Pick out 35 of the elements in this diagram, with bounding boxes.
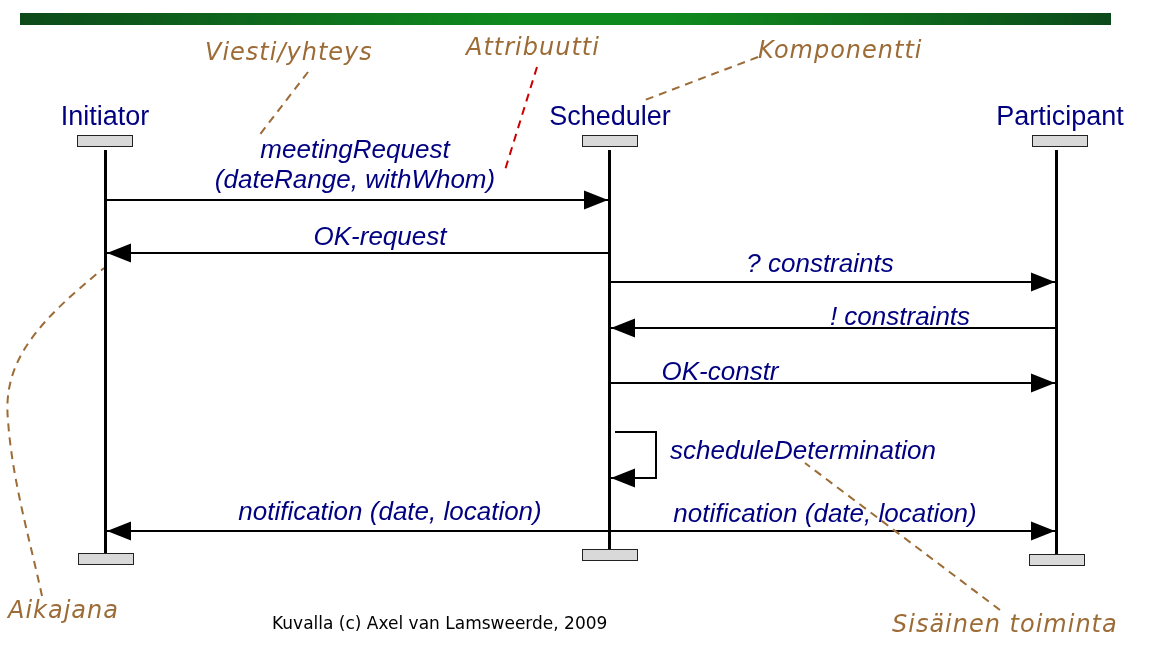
- message-label: ? constraints: [745, 249, 895, 277]
- message-arrow: [610, 521, 1056, 541]
- credit-note: Kuvalla (c) Axel van Lamsweerde, 2009: [272, 613, 608, 633]
- message-arrow: [610, 373, 1056, 393]
- message-arrow: [610, 318, 1056, 338]
- lifeline: [1055, 150, 1058, 554]
- lifeline: [104, 150, 107, 553]
- annotation: Attribuutti: [466, 33, 600, 61]
- message-label: OK-constr: [660, 357, 781, 385]
- leader-line: [804, 462, 1001, 611]
- lifeline-name: Scheduler: [548, 100, 672, 132]
- message-label: notification (date, location): [237, 497, 543, 525]
- self-message-arrow: [610, 431, 657, 488]
- leader-line: [6, 267, 105, 597]
- message-label: ! constraints: [828, 302, 972, 330]
- lifeline: [608, 150, 611, 549]
- annotation: Komponentti: [758, 36, 923, 64]
- lifeline-name: Initiator: [59, 100, 151, 132]
- message-arrow: [106, 521, 609, 541]
- message-label: meetingRequest (dateRange, withWhom): [213, 134, 497, 194]
- message-label: OK-request: [312, 222, 449, 250]
- message-arrow: [610, 272, 1056, 292]
- lifeline-end-box: [1029, 554, 1085, 566]
- message-arrow: [106, 190, 609, 210]
- lifeline-name: Participant: [995, 100, 1125, 132]
- annotation: Aikajana: [8, 596, 119, 624]
- leader-line: [504, 66, 538, 171]
- message-arrow: [106, 243, 609, 263]
- message-label: notification (date, location): [672, 499, 978, 527]
- leader-line: [644, 56, 759, 101]
- message-label: scheduleDetermination: [670, 436, 937, 464]
- lifeline-end-box: [582, 549, 638, 561]
- lifeline-end-box: [78, 553, 134, 565]
- annotation: Sisäinen toiminta: [892, 610, 1118, 638]
- annotation: Viesti/yhteys: [205, 38, 373, 66]
